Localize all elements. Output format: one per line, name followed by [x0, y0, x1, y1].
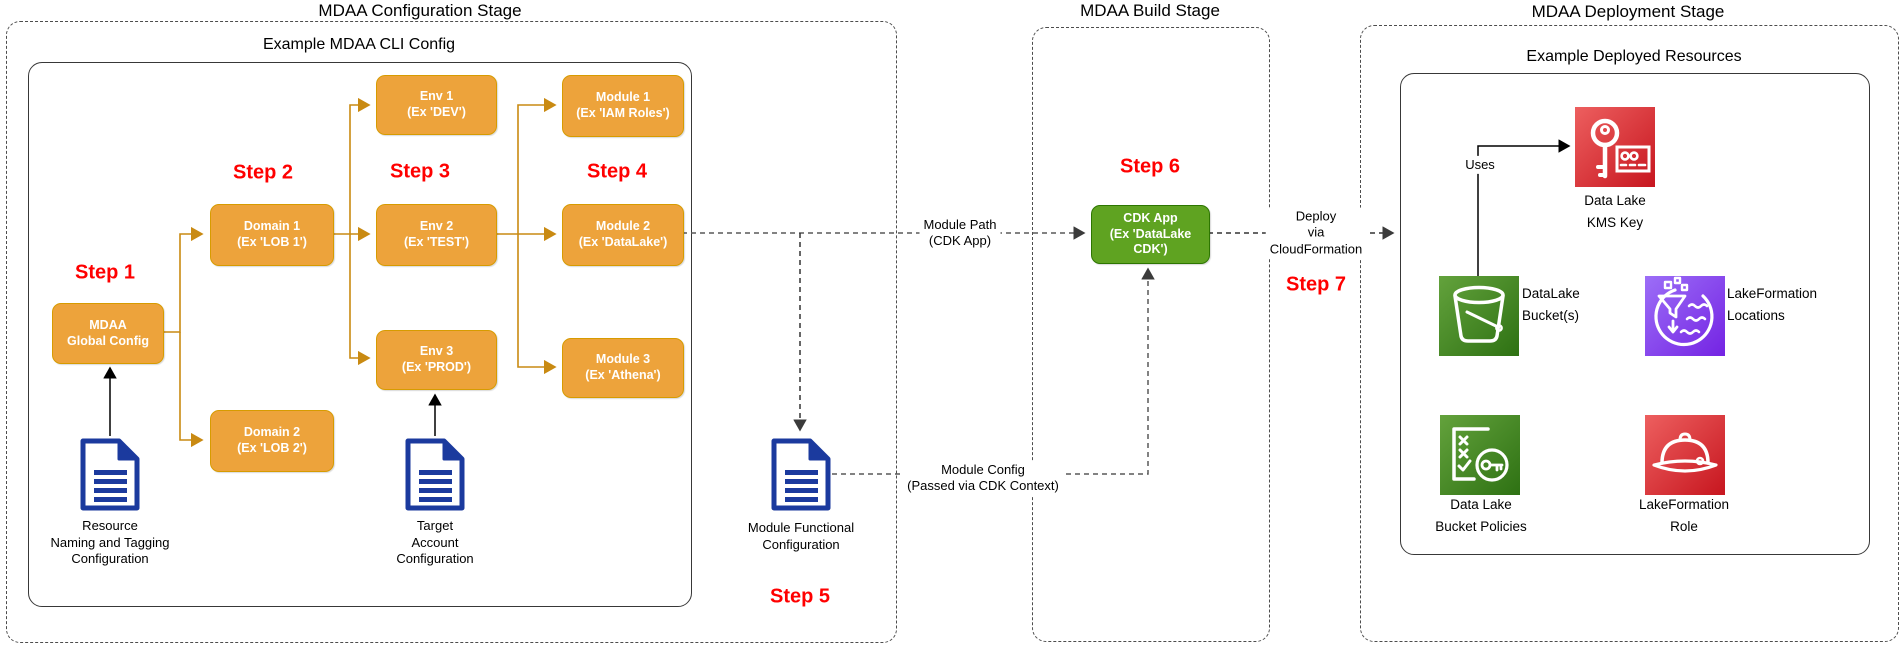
- node-label: (Ex 'TEST'): [404, 235, 469, 249]
- kms-key-label: Data Lake KMS Key: [1584, 193, 1646, 230]
- node-label: CDK'): [1133, 242, 1168, 257]
- node-module-2: Module 2 (Ex 'DataLake'): [562, 204, 684, 266]
- node-module-3: Module 3 (Ex 'Athena'): [562, 338, 684, 398]
- edge-global-to-domain1: [162, 226, 204, 333]
- lakeformation-locations-label: LakeFormation Locations: [1727, 286, 1818, 323]
- document-icon: [80, 438, 140, 511]
- node-label: (Ex 'DataLake'): [578, 235, 668, 249]
- node-label: (Ex 'Athena'): [585, 368, 661, 382]
- step-5-label: Step 5: [769, 585, 831, 608]
- deploy-stage-title: MDAA Deployment Stage: [1531, 2, 1725, 21]
- node-label: Domain 2: [243, 425, 301, 440]
- edge-env2-to-module1: [517, 97, 557, 234]
- edge-domain1-to-env3: [349, 234, 371, 366]
- node-cdk-app: CDK App (Ex 'DataLake CDK'): [1091, 205, 1210, 264]
- node-label: (Ex 'IAM Roles'): [576, 106, 670, 120]
- node-label: Global Config: [67, 333, 149, 348]
- s3-bucket-label: DataLake Bucket(s): [1522, 286, 1580, 323]
- node-env-1: Env 1 (Ex 'DEV'): [376, 75, 497, 135]
- cli-config-box: [28, 62, 692, 607]
- module-functional-config-label: Module Functional Configuration: [747, 520, 855, 552]
- bucket-policies-glyph: [1452, 427, 1509, 482]
- kms-key-glyph: [1590, 118, 1651, 179]
- lakeformation-locations-icon: [1645, 276, 1725, 356]
- node-env-3: Env 3 (Ex 'PROD'): [376, 330, 497, 390]
- edge-module-config-to-cdk: [832, 267, 1155, 475]
- lakeformation-role-glyph: [1652, 432, 1718, 473]
- resource-naming-config-label: Resource Naming and Tagging Configuratio…: [50, 518, 170, 566]
- module-functional-config-doc: [770, 437, 832, 517]
- lakeformation-role-label: LakeFormation Role: [1638, 497, 1730, 534]
- uses-edge-label: Uses: [1461, 155, 1499, 175]
- target-account-config-label: Target Account Configuration: [396, 518, 474, 566]
- s3-bucket-icon: [1439, 276, 1519, 356]
- edge-env2-to-module3: [517, 234, 557, 375]
- lakeformation-role-icon: [1645, 415, 1725, 495]
- edge-global-to-domain2: [179, 332, 204, 448]
- config-stage-title: MDAA Configuration Stage: [318, 1, 522, 20]
- node-label: (Ex 'LOB 1'): [237, 235, 307, 249]
- node-label: Module 2: [595, 219, 651, 234]
- node-label: (Ex 'LOB 2'): [237, 441, 307, 455]
- step-6-label: Step 6: [1119, 155, 1181, 178]
- node-domain-2: Domain 2 (Ex 'LOB 2'): [210, 410, 334, 472]
- node-label: (Ex 'DataLake: [1109, 226, 1192, 241]
- target-account-config-doc: [404, 437, 466, 517]
- kms-key-icon: [1575, 107, 1655, 187]
- deploy-stage-box: [1360, 25, 1899, 642]
- node-domain-1: Domain 1 (Ex 'LOB 1'): [210, 204, 334, 266]
- node-label: MDAA: [89, 317, 127, 332]
- node-label: CDK App: [1123, 211, 1178, 226]
- node-label: Module 1: [595, 90, 651, 105]
- step-2-label: Step 2: [232, 161, 294, 184]
- node-label: (Ex 'PROD'): [401, 360, 472, 374]
- node-label: Env 3: [419, 344, 454, 359]
- edge-domain1-to-env1: [349, 97, 371, 234]
- build-stage-title: MDAA Build Stage: [1080, 1, 1220, 20]
- document-icon: [405, 438, 465, 511]
- node-label: (Ex 'DEV'): [407, 105, 466, 119]
- config-stage-box: [6, 21, 897, 643]
- step-3-label: Step 3: [389, 160, 451, 183]
- node-mdaa-global-config: MDAA Global Config: [52, 303, 164, 364]
- deployed-resources-title: Example Deployed Resources: [1526, 48, 1742, 65]
- node-label: Domain 1: [243, 219, 301, 234]
- node-label: Module 3: [595, 352, 651, 367]
- lakeformation-locations-glyph: [1654, 276, 1714, 347]
- node-label: Env 2: [419, 219, 454, 234]
- step-4-label: Step 4: [586, 160, 648, 183]
- module-path-edge-label: Module Path (CDK App): [919, 215, 1001, 251]
- resource-naming-config-doc: [79, 437, 141, 517]
- document-icon: [771, 438, 831, 511]
- node-env-2: Env 2 (Ex 'TEST'): [376, 204, 497, 266]
- node-label: Env 1: [419, 89, 454, 104]
- step-7-label: Step 7: [1285, 273, 1347, 296]
- node-module-1: Module 1 (Ex 'IAM Roles'): [562, 75, 684, 137]
- bucket-policies-icon: [1440, 415, 1520, 495]
- build-stage-box: [1032, 27, 1270, 642]
- step-1-label: Step 1: [74, 261, 136, 284]
- cli-config-title: Example MDAA CLI Config: [262, 36, 456, 53]
- module-config-edge-label: Module Config (Passed via CDK Context): [903, 460, 1063, 496]
- deploy-cloudformation-edge-label: Deploy via CloudFormation: [1265, 207, 1367, 259]
- deployed-resources-box: [1400, 73, 1870, 555]
- bucket-policies-label: Data Lake Bucket Policies: [1435, 497, 1527, 534]
- edge-bucket-uses-kms: [1477, 139, 1571, 276]
- s3-bucket-glyph: [1453, 285, 1505, 343]
